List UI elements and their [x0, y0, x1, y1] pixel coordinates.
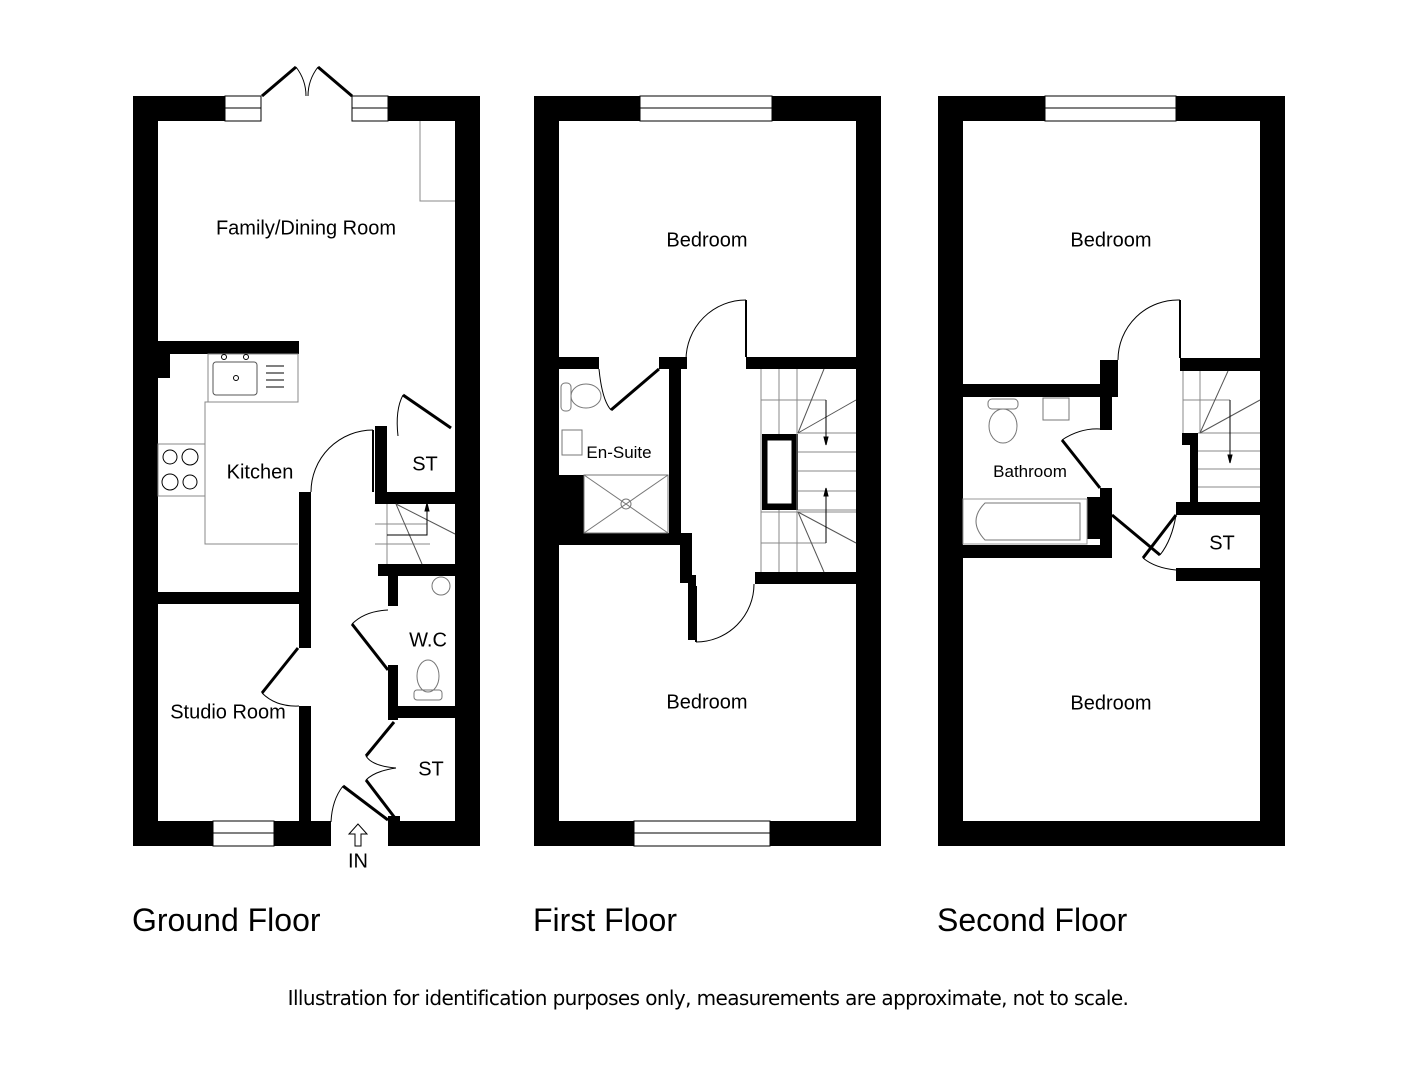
room-label-bathroom: Bathroom: [993, 462, 1067, 481]
room-label-bedroom: Bedroom: [666, 691, 748, 714]
room-label-bedroom: Bedroom: [666, 229, 748, 252]
room-label-storage: ST: [418, 758, 444, 781]
second-floor-plan: [938, 96, 1285, 846]
room-label-storage: ST: [1209, 532, 1235, 555]
floor-title-ground: Ground Floor: [132, 902, 321, 938]
floor-title-first: First Floor: [533, 902, 677, 938]
ground-floor-fixtures: [157, 65, 456, 847]
floor-title-second: Second Floor: [937, 902, 1128, 938]
room-label-bedroom: Bedroom: [1070, 229, 1152, 252]
entrance-label: IN: [348, 850, 368, 873]
ground-floor-plan: [133, 96, 480, 846]
first-floor-fixtures: [560, 95, 857, 847]
disclaimer-text: Illustration for identification purposes…: [287, 986, 1129, 1010]
room-label-storage: ST: [412, 453, 438, 476]
second-floor-fixtures: [962, 95, 1261, 571]
room-label-family-dining: Family/Dining Room: [215, 217, 397, 240]
room-label-wc: W.C: [409, 629, 447, 652]
room-label-kitchen: Kitchen: [226, 461, 294, 484]
room-label-bedroom: Bedroom: [1070, 692, 1152, 715]
room-label-en-suite: En-Suite: [586, 443, 652, 462]
room-label-studio: Studio Room: [170, 701, 286, 724]
